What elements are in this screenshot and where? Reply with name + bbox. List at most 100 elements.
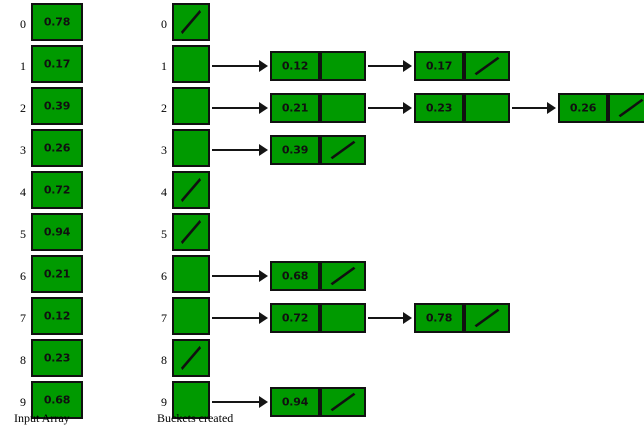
cell-value: 0.17 [43, 57, 71, 71]
array-cell-2[interactable]: 0.39 [31, 87, 83, 125]
bucket-index-3: 3 [161, 143, 167, 157]
null-slash-icon [466, 53, 508, 79]
bucket-cell-0[interactable] [172, 3, 210, 41]
list-node-value-9-0[interactable]: 0.94 [270, 387, 320, 417]
node-link-arrow-1-0 [368, 60, 412, 72]
list-node-value-2-1[interactable]: 0.23 [414, 93, 464, 123]
bucket-cell-5[interactable] [172, 213, 210, 251]
list-node-pointer-1-1[interactable] [464, 51, 510, 81]
cell-value: 0.68 [281, 269, 309, 283]
cell-value: 0.17 [425, 59, 453, 73]
bucket-cell-1[interactable] [172, 45, 210, 83]
array-cell-9[interactable]: 0.68 [31, 381, 83, 419]
array-cell-1[interactable]: 0.17 [31, 45, 83, 83]
array-index-9: 9 [20, 395, 26, 409]
cell-value: 0.26 [569, 101, 597, 115]
list-node-pointer-6-0[interactable] [320, 261, 366, 291]
list-node-pointer-2-0[interactable] [320, 93, 366, 123]
cell-value: 0.68 [43, 393, 71, 407]
list-node-value-3-0[interactable]: 0.39 [270, 135, 320, 165]
cell-value: 0.78 [425, 311, 453, 325]
bucket-index-5: 5 [161, 227, 167, 241]
bucket-cell-4[interactable] [172, 171, 210, 209]
null-slash-icon [466, 305, 508, 331]
arrow-shaft [368, 65, 404, 67]
bucket-cell-2[interactable] [172, 87, 210, 125]
null-slash-icon [174, 173, 208, 207]
array-cell-7[interactable]: 0.12 [31, 297, 83, 335]
node-link-arrow-7-0 [368, 312, 412, 324]
array-index-3: 3 [20, 143, 26, 157]
cell-value: 0.39 [281, 143, 309, 157]
cell-value: 0.21 [281, 101, 309, 115]
bucket-link-arrow-9 [212, 396, 268, 408]
array-cell-4[interactable]: 0.72 [31, 171, 83, 209]
bucket-cell-3[interactable] [172, 129, 210, 167]
arrow-head [259, 396, 268, 408]
arrow-head [259, 144, 268, 156]
arrow-shaft [212, 317, 260, 319]
input-array-caption: Input Array [14, 411, 70, 425]
bucket-index-4: 4 [161, 185, 167, 199]
array-cell-5[interactable]: 0.94 [31, 213, 83, 251]
array-index-0: 0 [20, 17, 26, 31]
list-node-value-1-0[interactable]: 0.12 [270, 51, 320, 81]
bucket-cell-7[interactable] [172, 297, 210, 335]
list-node-pointer-9-0[interactable] [320, 387, 366, 417]
arrow-head [259, 102, 268, 114]
cell-value: 0.12 [43, 309, 71, 323]
bucket-cell-9[interactable] [172, 381, 210, 419]
array-cell-8[interactable]: 0.23 [31, 339, 83, 377]
arrow-shaft [368, 107, 404, 109]
array-cell-0[interactable]: 0.78 [31, 3, 83, 41]
list-node-value-7-1[interactable]: 0.78 [414, 303, 464, 333]
list-node-pointer-7-1[interactable] [464, 303, 510, 333]
bucket-cell-6[interactable] [172, 255, 210, 293]
bucket-link-arrow-6 [212, 270, 268, 282]
cell-value: 0.39 [43, 99, 71, 113]
bucket-link-arrow-1 [212, 60, 268, 72]
bucket-index-7: 7 [161, 311, 167, 325]
arrow-shaft [212, 65, 260, 67]
bucket-index-9: 9 [161, 395, 167, 409]
list-node-value-1-1[interactable]: 0.17 [414, 51, 464, 81]
arrow-shaft [212, 275, 260, 277]
list-node-value-6-0[interactable]: 0.68 [270, 261, 320, 291]
array-cell-3[interactable]: 0.26 [31, 129, 83, 167]
list-node-value-2-2[interactable]: 0.26 [558, 93, 608, 123]
bucket-link-arrow-7 [212, 312, 268, 324]
list-node-pointer-2-2[interactable] [608, 93, 644, 123]
list-node-pointer-2-1[interactable] [464, 93, 510, 123]
array-index-8: 8 [20, 353, 26, 367]
cell-value: 0.21 [43, 267, 71, 281]
cell-value: 0.72 [281, 311, 309, 325]
list-node-value-7-0[interactable]: 0.72 [270, 303, 320, 333]
bucket-index-2: 2 [161, 101, 167, 115]
null-slash-icon [610, 95, 644, 121]
arrow-head [403, 312, 412, 324]
null-slash-icon [174, 341, 208, 375]
arrow-shaft [212, 107, 260, 109]
array-index-5: 5 [20, 227, 26, 241]
list-node-pointer-7-0[interactable] [320, 303, 366, 333]
arrow-head [259, 312, 268, 324]
arrow-head [403, 102, 412, 114]
array-cell-6[interactable]: 0.21 [31, 255, 83, 293]
cell-value: 0.12 [281, 59, 309, 73]
arrow-head [259, 270, 268, 282]
list-node-pointer-3-0[interactable] [320, 135, 366, 165]
arrow-shaft [212, 401, 260, 403]
bucket-link-arrow-3 [212, 144, 268, 156]
list-node-value-2-0[interactable]: 0.21 [270, 93, 320, 123]
cell-value: 0.72 [43, 183, 71, 197]
cell-value: 0.94 [281, 395, 309, 409]
null-slash-icon [322, 263, 364, 289]
array-index-1: 1 [20, 59, 26, 73]
null-slash-icon [322, 389, 364, 415]
arrow-shaft [512, 107, 548, 109]
arrow-head [259, 60, 268, 72]
list-node-pointer-1-0[interactable] [320, 51, 366, 81]
bucket-cell-8[interactable] [172, 339, 210, 377]
cell-value: 0.23 [43, 351, 71, 365]
array-index-6: 6 [20, 269, 26, 283]
